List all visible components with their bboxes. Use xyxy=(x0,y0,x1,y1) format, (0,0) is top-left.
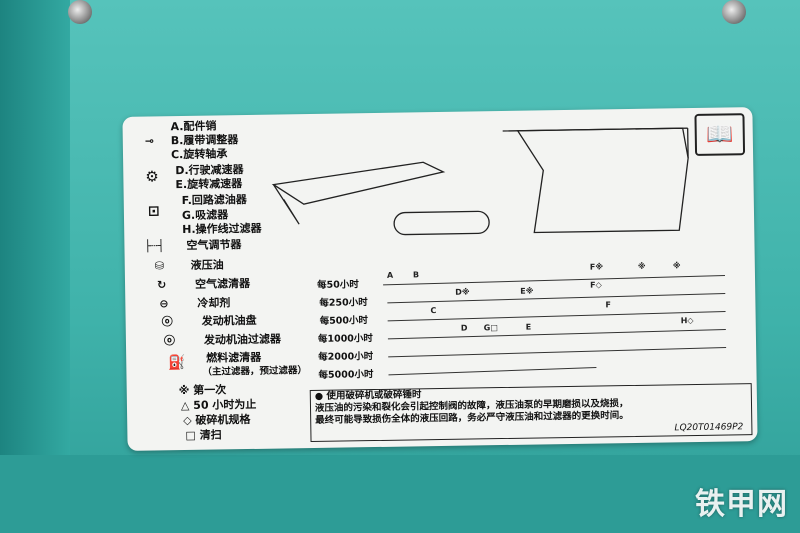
interval-label: 每5000小时 xyxy=(318,369,374,381)
marker: E xyxy=(526,323,532,332)
maintenance-diagram: A B C D※ E※ F※ F◇ G□ H◇ D E F ※ ※ xyxy=(271,127,727,376)
marker: G□ xyxy=(484,323,498,332)
interval-label: 每500小时 xyxy=(319,315,369,327)
interval-label: 每50小时 xyxy=(316,279,359,291)
maintenance-label: ⊸ A.配件销 B.履带调整器 C.旋转轴承 ⚙ D.行驶减速器 E.旋转减速器… xyxy=(122,107,758,451)
breaker-warning-note: ● 使用破碎机或破碎锤时 液压油的污染和裂化会引起控制阀的故障，液压油泵的早期磨… xyxy=(309,383,753,443)
marker: D xyxy=(461,324,468,333)
interval-label: 每1000小时 xyxy=(317,333,373,345)
marker: ※ xyxy=(673,260,681,270)
marker: F◇ xyxy=(590,280,603,289)
marker: B xyxy=(413,270,419,279)
marker: F※ xyxy=(590,261,604,271)
watermark-logo: 铁甲网 xyxy=(695,487,788,522)
part-code: LQ20T01469P2 xyxy=(674,422,744,434)
marker: E※ xyxy=(520,286,534,296)
manual-book-icon: 📖 xyxy=(694,113,746,156)
screw xyxy=(68,0,92,24)
excavator-track xyxy=(393,210,490,236)
marker: F xyxy=(605,300,611,309)
marker: A xyxy=(387,271,394,280)
marker: C xyxy=(430,306,436,315)
excavator-boom xyxy=(271,161,446,205)
interval-label: 每2000小时 xyxy=(318,351,374,363)
panel-edge xyxy=(0,0,70,533)
marker: D※ xyxy=(455,287,470,297)
interval-label: 每250小时 xyxy=(319,297,368,309)
screw xyxy=(722,0,746,24)
marker: ※ xyxy=(638,261,646,271)
upper-structure xyxy=(516,127,689,234)
marker: H◇ xyxy=(681,316,695,325)
excavator-arm xyxy=(272,184,300,225)
panel-bottom xyxy=(0,455,800,533)
